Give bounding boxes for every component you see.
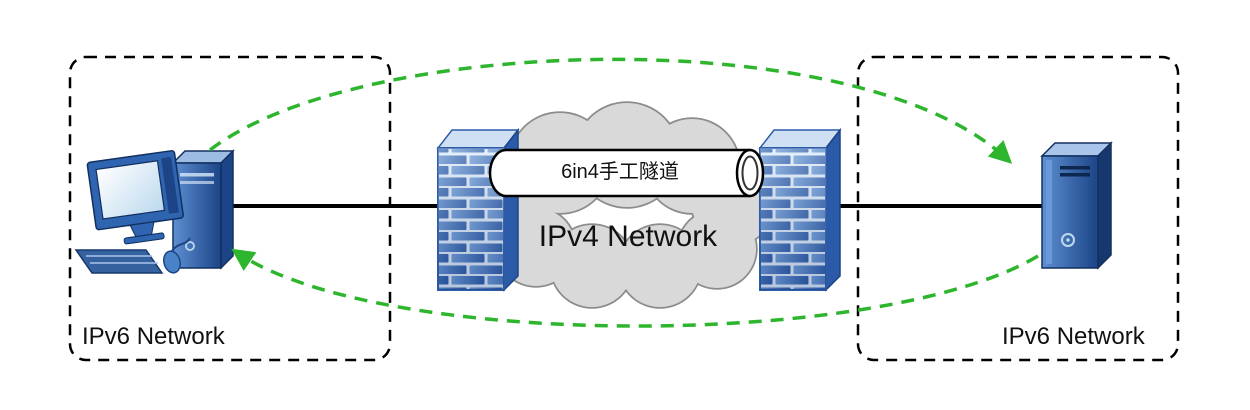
- right-network-label: IPv6 Network: [1002, 323, 1145, 350]
- left-network-boundary: [68, 55, 392, 362]
- firewall-right-icon: [758, 127, 842, 292]
- cloud-label: IPv4 Network: [538, 220, 718, 253]
- tunnel-arrow-return: [231, 248, 1039, 328]
- pc-icon: [74, 149, 235, 274]
- tunnel-pipe-icon: [488, 148, 765, 198]
- tunnel-arrow-forward: [208, 57, 1013, 164]
- right-network-boundary: [856, 55, 1180, 362]
- tunnel-label: 6in4手工隧道: [561, 161, 679, 183]
- server-icon: [1040, 141, 1113, 270]
- left-network-label: IPv6 Network: [82, 323, 225, 350]
